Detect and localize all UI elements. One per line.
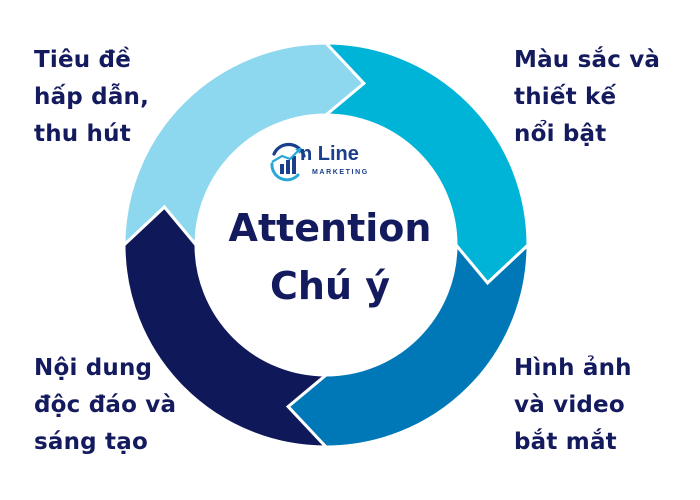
label-top-right: Màu sắc và thiết kế nổi bật [514,42,660,153]
center-title: Attention [228,206,432,250]
label-line: nổi bật [514,121,607,147]
label-line: bắt mắt [514,429,617,455]
label-bottom-right: Hình ảnh và video bắt mắt [514,350,632,461]
label-line: thu hút [34,121,131,147]
logo-tagline: MARKETING [312,169,369,176]
label-line: Màu sắc và [514,47,661,73]
label-line: Nội dung [34,355,153,381]
label-line: thiết kế [514,84,617,110]
online-marketing-logo: n Line MARKETING [268,142,388,186]
logo-wordmark: n Line [300,143,359,165]
label-line: Hình ảnh [514,355,632,381]
ring-segment-bottom-left [122,204,331,449]
label-line: Tiêu đề [34,47,132,73]
label-line: và video [514,392,625,418]
logo-mark-icon [270,142,306,182]
center-subtitle: Chú ý [270,264,390,308]
label-top-left: Tiêu đề hấp dẫn, thu hút [34,42,149,153]
label-bottom-left: Nội dung độc đáo và sáng tạo [34,350,176,461]
label-line: độc đáo và [34,392,177,418]
label-line: sáng tạo [34,429,148,455]
label-line: hấp dẫn, [34,84,150,110]
